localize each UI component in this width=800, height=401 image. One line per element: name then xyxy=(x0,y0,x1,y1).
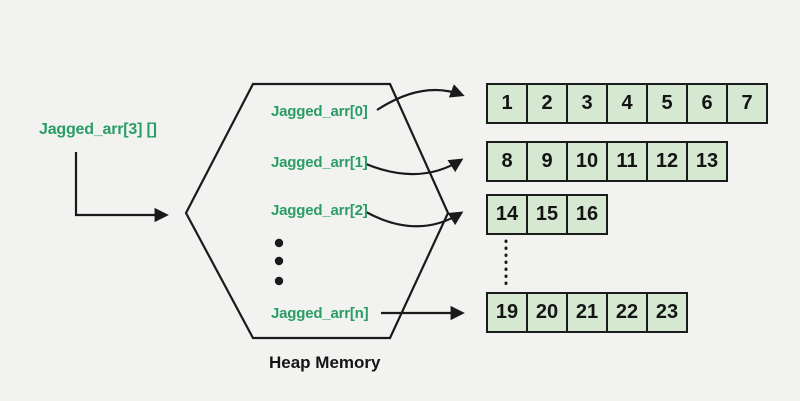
vertical-ellipsis-dots xyxy=(274,238,284,286)
array-cell: 14 xyxy=(486,194,528,235)
array-row-2: 14 15 16 xyxy=(486,194,608,235)
array-cell: 21 xyxy=(566,292,608,333)
hexagon-item-jagged-arr-n: Jagged_arr[n] xyxy=(271,305,369,322)
array-cell: 15 xyxy=(526,194,568,235)
array-cell: 1 xyxy=(486,83,528,124)
heap-memory-caption: Heap Memory xyxy=(269,353,381,372)
array-cell: 3 xyxy=(566,83,608,124)
heap-memory-hexagon xyxy=(184,82,450,340)
array-cell: 6 xyxy=(686,83,728,124)
arrow-jagged-arr-0 xyxy=(376,84,465,111)
array-cell: 20 xyxy=(526,292,568,333)
jagged-arr-declaration-label: Jagged_arr[3] [] xyxy=(39,121,157,138)
array-cell: 4 xyxy=(606,83,648,124)
array-cell: 2 xyxy=(526,83,568,124)
array-cell: 16 xyxy=(566,194,608,235)
array-cell: 13 xyxy=(686,141,728,182)
array-cell: 10 xyxy=(566,141,608,182)
array-cell: 11 xyxy=(606,141,648,182)
hexagon-item-jagged-arr-0: Jagged_arr[0] xyxy=(271,103,368,120)
hexagon-item-jagged-arr-2: Jagged_arr[2] xyxy=(271,202,368,219)
array-cell: 19 xyxy=(486,292,528,333)
array-cell: 7 xyxy=(726,83,768,124)
array-cell: 23 xyxy=(646,292,688,333)
array-row-n: 19 20 21 22 23 xyxy=(486,292,688,333)
pointer-arrow xyxy=(74,152,169,223)
array-row-0: 1 2 3 4 5 6 7 xyxy=(486,83,768,124)
array-cell: 22 xyxy=(606,292,648,333)
array-cell: 8 xyxy=(486,141,528,182)
array-row-1: 8 9 10 11 12 13 xyxy=(486,141,728,182)
arrow-jagged-arr-1 xyxy=(365,158,464,176)
hexagon-item-jagged-arr-1: Jagged_arr[1] xyxy=(271,154,368,171)
arrow-jagged-arr-2 xyxy=(365,211,464,228)
array-cell: 9 xyxy=(526,141,568,182)
array-cell: 5 xyxy=(646,83,688,124)
array-cell: 12 xyxy=(646,141,688,182)
